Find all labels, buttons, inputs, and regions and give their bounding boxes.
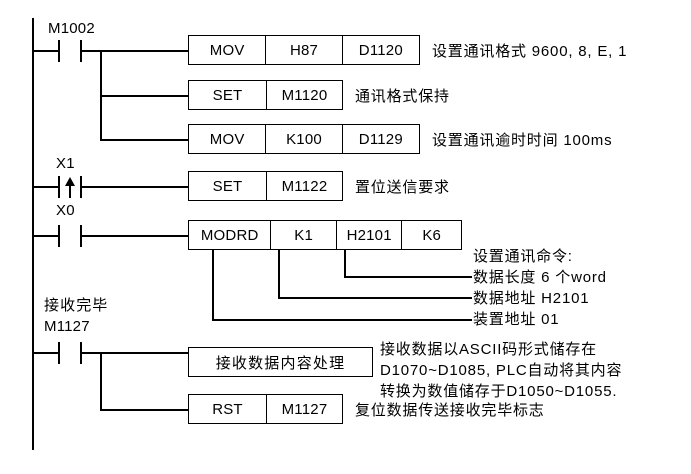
- rung3-wire-right: [82, 235, 188, 237]
- instruction-box-mov-k100-d1129[interactable]: MOV K100 D1129: [188, 124, 420, 154]
- callout-leader-h2101-vertical: [278, 250, 280, 298]
- instr-mnemonic: SET: [212, 177, 243, 195]
- contact-label-x0: X0: [56, 202, 75, 219]
- callout-data-length: 数据长度 6 个word: [473, 269, 607, 286]
- instr-mnemonic: MOV: [209, 41, 245, 59]
- contact-bar-right: [80, 342, 82, 364]
- contact-label-m1002: M1002: [48, 20, 95, 37]
- contact-m1127[interactable]: [58, 342, 82, 364]
- contact-bar-right: [80, 225, 82, 247]
- rung2-wire-right: [82, 186, 188, 188]
- rung2-wire-left: [32, 186, 58, 188]
- callout-device-address: 装置地址 01: [473, 311, 560, 328]
- instr-mnemonic: RST: [212, 400, 243, 418]
- instr-operand-1: M1122: [266, 172, 342, 200]
- rung3-wire-left: [32, 235, 58, 237]
- left-power-rail: [32, 18, 34, 450]
- instruction-box-modrd[interactable]: MODRD K1 H2101 K6: [188, 220, 462, 250]
- comment-process-line-1: 接收数据以ASCII码形式储存在: [380, 341, 597, 358]
- rung1-branch-wire-mov2: [100, 139, 188, 141]
- contact-caption-recv-done: 接收完毕: [44, 297, 109, 314]
- contact-bar-left: [58, 176, 60, 198]
- comment-set-m1120: 通讯格式保持: [355, 88, 450, 105]
- comment-set-m1122: 置位送信要求: [355, 179, 450, 196]
- instr-operand-1: M1127: [266, 395, 342, 423]
- contact-bar-right: [80, 176, 82, 198]
- rung4-branch-bus: [100, 352, 102, 410]
- contact-bar-left: [58, 342, 60, 364]
- instr-mnemonic: SET: [212, 86, 243, 104]
- rung4-branch-wire-rst: [100, 409, 188, 411]
- instr-mnemonic: 接收数据内容处理: [215, 354, 346, 372]
- callout-data-address: 数据地址 H2101: [473, 290, 590, 307]
- comment-mov-h87: 设置通讯格式 9600, 8, E, 1: [432, 43, 628, 60]
- rising-edge-arrow-icon: [65, 177, 75, 186]
- instruction-box-set-m1120[interactable]: SET M1120: [188, 80, 343, 110]
- rising-edge-stem: [69, 185, 71, 198]
- instruction-box-rst-m1127[interactable]: RST M1127: [188, 394, 343, 424]
- contact-x1-rising-edge[interactable]: [58, 176, 82, 198]
- instr-operand-1: H87: [265, 36, 341, 64]
- rung1-branch-wire-set: [100, 95, 188, 97]
- contact-x0[interactable]: [58, 225, 82, 247]
- rung1-wire-left: [32, 50, 58, 52]
- instr-operand-2: D1120: [341, 36, 419, 64]
- instr-operand-2: D1129: [341, 125, 419, 153]
- callout-leader-k6-vertical: [344, 250, 346, 277]
- instr-operand-1: M1120: [266, 81, 342, 109]
- rung1-wire-right: [82, 50, 188, 52]
- contact-label-x1: X1: [56, 155, 75, 172]
- instruction-box-set-m1122[interactable]: SET M1122: [188, 171, 343, 201]
- instruction-box-process-received-data[interactable]: 接收数据内容处理: [188, 347, 373, 377]
- rung4-wire-left: [32, 352, 58, 354]
- callout-leader-h2101-horizontal: [278, 297, 472, 299]
- instr-operand-1: K100: [265, 125, 341, 153]
- callout-header: 设置通讯命令:: [473, 248, 573, 265]
- contact-m1002[interactable]: [58, 40, 82, 62]
- callout-leader-k1-horizontal: [212, 319, 472, 321]
- callout-leader-k6-horizontal: [344, 276, 472, 278]
- comment-process-line-3: 转换为数值储存于D1050~D1055.: [380, 383, 618, 400]
- callout-leader-k1-vertical: [212, 250, 214, 320]
- contact-label-m1127: M1127: [44, 318, 90, 335]
- rung4-wire-right: [82, 352, 188, 354]
- contact-bar-left: [58, 225, 60, 247]
- contact-bar-left: [58, 40, 60, 62]
- instr-operand-3: K6: [401, 221, 461, 249]
- comment-process-line-2: D1070~D1085, PLC自动将其内容: [380, 362, 623, 379]
- instr-mnemonic: MOV: [209, 130, 245, 148]
- comment-rst-m1127: 复位数据传送接收完毕标志: [355, 402, 545, 419]
- contact-bar-right: [80, 40, 82, 62]
- instruction-box-mov-h87-d1120[interactable]: MOV H87 D1120: [188, 35, 420, 65]
- instr-operand-2: H2101: [335, 221, 402, 249]
- comment-mov-k100: 设置通讯逾时时间 100ms: [432, 132, 613, 149]
- instr-operand-1: K1: [270, 221, 336, 249]
- instr-mnemonic: MODRD: [200, 226, 259, 244]
